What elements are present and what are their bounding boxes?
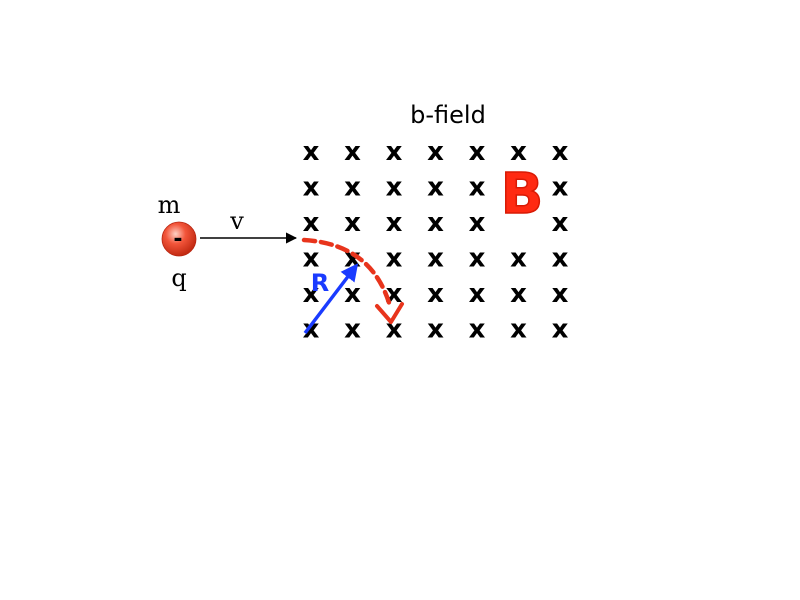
charged-particle: - <box>161 221 197 257</box>
field-x-mark: x <box>552 315 569 345</box>
field-x-mark: x <box>303 208 320 238</box>
field-x-mark: x <box>510 279 527 309</box>
field-x-mark: x <box>344 173 361 203</box>
field-x-mark: x <box>552 244 569 274</box>
field-x-mark: x <box>386 173 403 203</box>
field-x-mark: x <box>510 315 527 345</box>
field-x-mark: x <box>552 208 569 238</box>
field-x-mark: x <box>386 244 403 274</box>
field-x-mark: x <box>510 137 527 167</box>
field-x-mark: x <box>427 315 444 345</box>
field-x-mark: x <box>552 279 569 309</box>
field-x-mark: x <box>469 279 486 309</box>
field-title: b-field <box>410 101 486 129</box>
field-x-mark: x <box>427 279 444 309</box>
field-x-mark: x <box>427 173 444 203</box>
field-x-mark: x <box>303 244 320 274</box>
field-x-mark: x <box>469 244 486 274</box>
field-x-mark: x <box>344 137 361 167</box>
field-x-mark: x <box>303 137 320 167</box>
field-x-mark: x <box>427 137 444 167</box>
radius-arrow <box>303 263 359 335</box>
field-x-mark: x <box>386 137 403 167</box>
magnetic-field-symbol: B <box>501 162 544 227</box>
field-x-mark: x <box>469 208 486 238</box>
radius-label: R <box>311 269 329 297</box>
field-x-mark: x <box>303 279 320 309</box>
charge-label: q <box>171 264 186 292</box>
field-x-mark: x <box>469 173 486 203</box>
field-x-mark: x <box>386 208 403 238</box>
velocity-label: v <box>229 207 244 235</box>
mass-label: m <box>158 191 181 219</box>
field-x-mark: x <box>344 315 361 345</box>
field-x-mark: x <box>469 315 486 345</box>
field-x-mark: x <box>344 208 361 238</box>
field-x-mark: x <box>303 173 320 203</box>
field-x-mark: x <box>427 244 444 274</box>
particle-trajectory <box>301 237 393 309</box>
field-x-mark: x <box>427 208 444 238</box>
charge-sign: - <box>173 227 182 252</box>
trajectory-arrowhead <box>375 302 404 324</box>
field-x-mark: x <box>469 137 486 167</box>
particle-ball <box>161 221 197 257</box>
field-x-mark: x <box>510 244 527 274</box>
field-x-mark: x <box>344 279 361 309</box>
field-x-mark: x <box>552 137 569 167</box>
field-x-mark: x <box>552 173 569 203</box>
